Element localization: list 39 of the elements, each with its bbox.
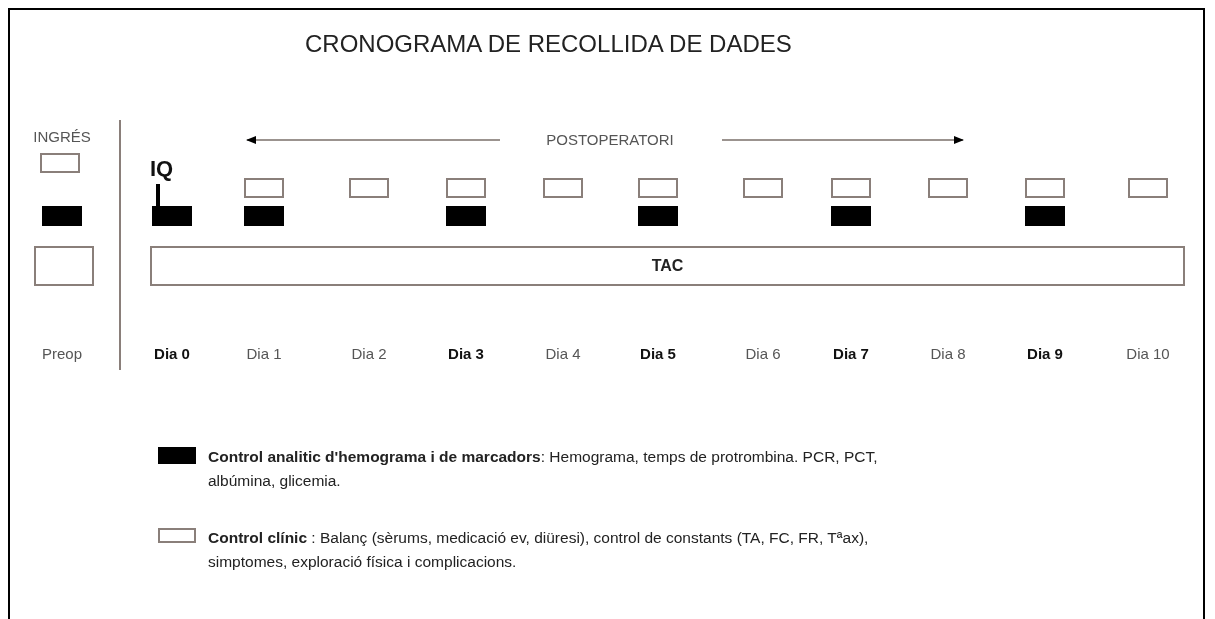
clinical-control-box [543,178,583,198]
surgery-label: IQ [150,156,174,182]
admission-label: INGRÉS [33,128,91,145]
day-label: Dia 9 [1027,345,1063,362]
diagram-title: CRONOGRAMA DE RECOLLIDA DE DADES [305,30,792,58]
clinical-control-box [446,178,486,198]
clinical-control-box [1128,178,1168,198]
analytic-control-bar [446,206,486,226]
day-label: Dia 7 [833,345,869,362]
day-label: Dia 4 [545,345,581,362]
phase-label: POSTOPERATORI [546,131,674,148]
analytic-control-bar [1025,206,1065,226]
day-label: Dia 8 [930,345,966,362]
analytic-control-bar [152,206,192,226]
day-label: Dia 5 [640,345,676,362]
day-label: Dia 0 [154,345,190,362]
day-label: Dia 3 [448,345,484,362]
clinical-control-box [34,246,94,286]
clinical-control-box [1025,178,1065,198]
analytic-control-bar [42,206,82,226]
clinical-control-box [743,178,783,198]
clinical-control-box [928,178,968,198]
clinical-control-box [831,178,871,198]
day-label: Dia 1 [246,345,282,362]
clinical-control-box [244,178,284,198]
ct-scan-bar: TAC [150,246,1185,286]
day-label: Dia 6 [745,345,781,362]
day-label: Dia 10 [1126,345,1170,362]
analytic-control-bar [638,206,678,226]
clinical-control-box [40,153,80,173]
legend-text: Control clínic : Balanç (sèrums, medicació ev, diüresi), control de constants (TA, FC, FR, Tªax), simptomes, exploració física i complicacions. [208,528,870,572]
analytic-control-bar [244,206,284,226]
day-label: Dia 2 [351,345,387,362]
leader-line [156,184,160,206]
analytic-control-bar [831,206,871,226]
clinical-control-box [638,178,678,198]
day-label: Preop [42,345,82,362]
legend-text: Control analitic d'hemograma i de marcadors: Hemograma, temps de protrombina. PCR, PCT, albúmina, glicemia. [208,447,879,491]
clinical-control-box [349,178,389,198]
